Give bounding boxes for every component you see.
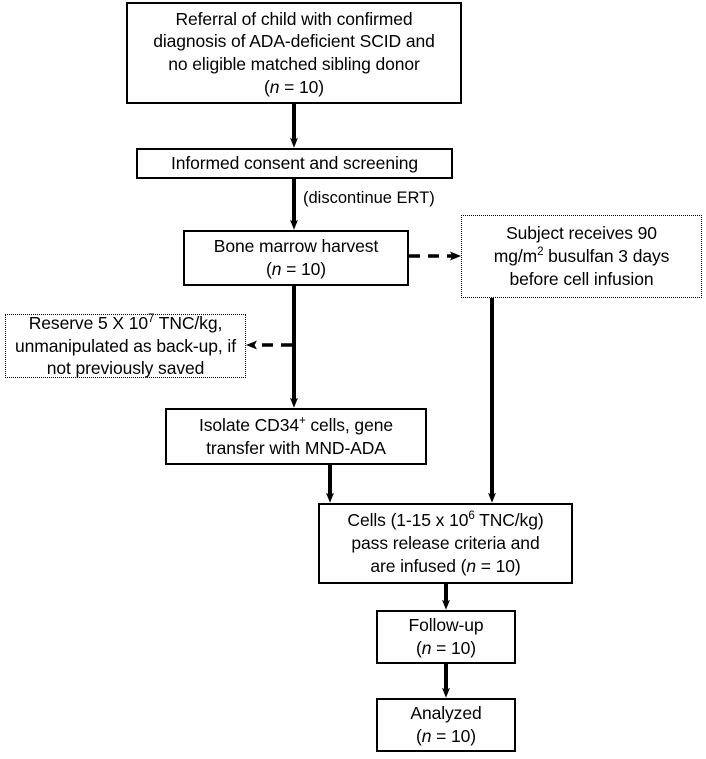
node-isolate-line1: Isolate CD34+ cells, gene — [173, 414, 419, 437]
node-follow-up[interactable]: Follow-up (n = 10) — [376, 610, 516, 664]
node-cells-infused[interactable]: Cells (1-15 x 106 TNC/kg) pass release c… — [318, 503, 573, 584]
count-value: = 10) — [431, 726, 476, 746]
n-symbol: n — [269, 76, 280, 97]
node-busulfan[interactable]: Subject receives 90 mg/m2 busulfan 3 day… — [461, 215, 702, 298]
node-referral-line2: diagnosis of ADA-deficient SCID and — [153, 31, 435, 52]
node-informed-consent[interactable]: Informed consent and screening — [136, 148, 453, 179]
node-referral[interactable]: Referral of child with confirmed diagnos… — [126, 2, 462, 104]
reserve-unit: TNC/kg, — [154, 312, 223, 333]
node-harvest-count: (n = 10) — [191, 258, 401, 281]
cells-infused-prefix: are infused ( — [370, 555, 467, 576]
edge-label-discontinue-ert: (discontinue ERT) — [303, 189, 435, 207]
node-analyzed[interactable]: Analyzed (n = 10) — [376, 698, 516, 752]
isolate-line1-rest: cells, gene — [305, 414, 393, 435]
node-isolate-line2: transfer with MND-ADA — [206, 437, 386, 458]
node-busulfan-line2: mg/m2 busulfan 3 days — [468, 245, 695, 268]
count-value: = 10) — [431, 638, 476, 658]
node-busulfan-line1: Subject receives 90 — [506, 223, 657, 244]
node-reserve-line2: unmanipulated as back-up, if — [15, 335, 236, 356]
node-harvest-line1: Bone marrow harvest — [213, 236, 379, 257]
n-symbol: n — [271, 259, 282, 279]
count-value: = 10) — [279, 76, 324, 97]
node-reserve-backup[interactable]: Reserve 5 X 107 TNC/kg, unmanipulated as… — [5, 312, 246, 379]
cells-dose: Cells (1-15 x 10 — [347, 510, 469, 531]
node-referral-count: (n = 10) — [134, 76, 454, 99]
n-symbol: n — [421, 726, 432, 746]
busulfan-line2-rest: busulfan 3 days — [543, 246, 670, 267]
node-referral-line1: Referral of child with confirmed — [175, 8, 413, 29]
node-isolate-cd34[interactable]: Isolate CD34+ cells, gene transfer with … — [165, 408, 427, 465]
count-value: = 10) — [281, 259, 326, 279]
node-reserve-line3: not previously saved — [46, 358, 205, 379]
node-bone-marrow-harvest[interactable]: Bone marrow harvest (n = 10) — [183, 230, 409, 286]
paren-open: ( — [415, 726, 422, 746]
node-analyzed-count: (n = 10) — [384, 725, 508, 748]
node-cells-line2: pass release criteria and — [351, 533, 540, 554]
busulfan-dose-unit: mg/m — [493, 246, 538, 267]
node-busulfan-line3: before cell infusion — [509, 268, 654, 289]
node-informed-consent-label: Informed consent and screening — [170, 153, 419, 174]
superscript-2: 2 — [537, 246, 544, 259]
reserve-amount: Reserve 5 X 10 — [28, 312, 148, 333]
node-followup-count: (n = 10) — [384, 637, 508, 660]
cells-unit: TNC/kg) — [474, 510, 544, 531]
paren-open: ( — [263, 76, 270, 97]
isolate-marker: Isolate CD34 — [199, 414, 299, 435]
node-followup-line1: Follow-up — [408, 615, 484, 636]
node-reserve-line1: Reserve 5 X 107 TNC/kg, — [12, 312, 239, 335]
node-analyzed-line1: Analyzed — [410, 703, 482, 724]
superscript-6: 6 — [468, 510, 475, 523]
count-value: = 10) — [475, 555, 521, 576]
n-symbol: n — [421, 638, 432, 658]
node-cells-line3: are infused (n = 10) — [326, 555, 565, 578]
superscript-plus: + — [298, 414, 306, 427]
paren-open: ( — [415, 638, 422, 658]
superscript-7: 7 — [147, 313, 155, 326]
paren-open: ( — [265, 259, 272, 279]
node-cells-line1: Cells (1-15 x 106 TNC/kg) — [326, 509, 565, 532]
n-symbol: n — [466, 555, 476, 576]
node-referral-line3: no eligible matched sibling donor — [168, 54, 420, 74]
